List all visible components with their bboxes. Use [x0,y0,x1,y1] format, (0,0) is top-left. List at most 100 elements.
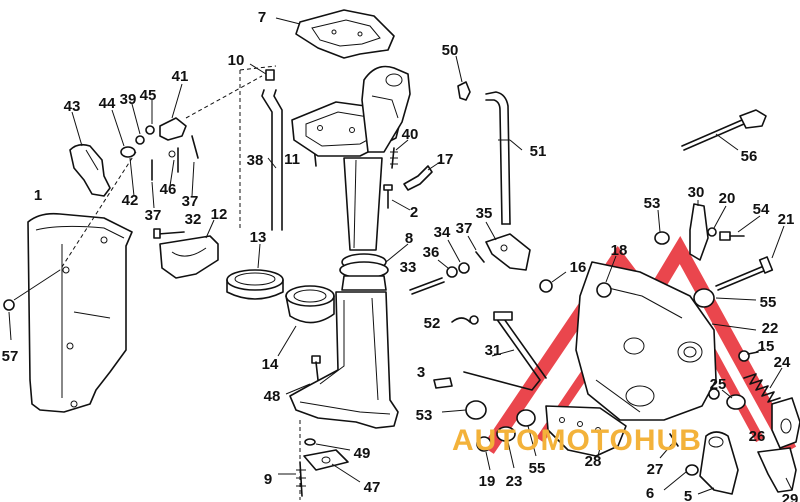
part-2-bolt [383,184,411,211]
callout-21: 21 [778,211,795,228]
part-17-clip [403,161,441,191]
callout-1: 1 [34,187,42,204]
part-15-screw [738,347,765,362]
callout-55: 55 [529,460,546,477]
part-16-nut [539,271,567,293]
part-37-pin [467,235,485,263]
callout-23: 23 [506,473,523,490]
callout-11: 11 [284,151,300,168]
part-33-pin [409,277,445,295]
callout-17: 17 [437,151,454,168]
callout-40: 40 [402,126,419,143]
callout-7: 7 [258,9,266,26]
callout-34: 34 [434,224,451,241]
part-14-bushing [277,285,335,357]
part-23-washer [496,426,516,469]
callout-55: 55 [760,294,777,311]
part-32-screw [153,228,185,239]
callout-51: 51 [530,143,547,160]
part-39-45-41-bracket [59,75,263,271]
callout-14: 14 [262,356,279,373]
callout-53: 53 [644,195,661,212]
part-8-housing [289,65,411,429]
callout-45: 45 [140,87,157,104]
callout-18: 18 [611,242,628,259]
callout-6: 6 [646,485,654,502]
callout-54: 54 [753,201,770,218]
part-47-plate [303,449,361,483]
callout-15: 15 [758,338,775,355]
part-31-linkage [463,311,547,391]
callout-2: 2 [410,204,418,221]
part-51-tube [485,91,523,225]
part-7-gasket [275,9,395,59]
callout-53: 53 [416,407,433,424]
part-29-clamp [757,447,797,493]
part-12-clamp [159,219,219,279]
part-35-bracket [485,221,531,271]
part-30-bracket [689,200,709,261]
callout-44: 44 [99,95,116,112]
part-1-cover [27,212,133,413]
callout-41: 41 [172,68,189,85]
callout-29: 29 [782,491,799,502]
part-53-bushing-lower [441,400,487,420]
part-53-bushing-upper [654,209,670,245]
part-49-washer [299,420,351,500]
callout-39: 39 [120,91,137,108]
callout-50: 50 [442,42,459,59]
callout-30: 30 [688,184,705,201]
callout-32: 32 [185,211,202,228]
part-9-stud [278,461,306,497]
part-54-screw [719,215,761,241]
callout-24: 24 [774,354,791,371]
callout-16: 16 [570,259,587,276]
part-5-bracket [697,431,739,495]
callout-28: 28 [585,453,602,470]
callout-42: 42 [122,192,139,209]
callout-3: 3 [417,364,425,381]
callout-43: 43 [64,98,81,115]
part-6-washer [663,464,699,491]
part-55-bushing-bottom [516,409,537,457]
part-10-link [239,63,283,231]
watermark-text: AUTOMOTOHUB [452,424,702,457]
part-40-screw [390,139,409,169]
callout-5: 5 [684,488,692,502]
part-52-spring [451,315,479,325]
part-57-screw [3,299,15,341]
part-19-nut [476,436,492,471]
callout-37: 37 [456,220,473,237]
callout-56: 56 [741,148,758,165]
callout-36: 36 [423,244,440,261]
callout-37: 37 [182,193,199,210]
callout-47: 47 [364,479,381,496]
part-57-leader [13,269,61,301]
callout-22: 22 [762,320,779,337]
callout-8: 8 [405,230,413,247]
part-43-lever [69,109,125,197]
part-13-ring [226,243,284,300]
part-55-bushing-right [693,288,757,308]
callout-27: 27 [647,461,664,478]
part-34-washer [447,239,470,274]
part-21-bolt [715,225,785,291]
callout-12: 12 [211,206,228,223]
callout-31: 31 [485,342,502,359]
part-24-spring [743,367,783,403]
callout-13: 13 [250,229,267,246]
part-20-washer [707,205,727,237]
part-22-swivel-bracket [575,261,757,421]
callout-49: 49 [354,445,371,462]
part-28-plate [545,405,627,457]
callout-46: 46 [160,181,177,198]
callout-19: 19 [479,473,496,490]
callout-37: 37 [145,207,162,224]
callout-25: 25 [710,376,727,393]
part-27-pin [659,433,679,459]
callout-10: 10 [228,52,245,69]
part-18-screw [596,255,617,298]
